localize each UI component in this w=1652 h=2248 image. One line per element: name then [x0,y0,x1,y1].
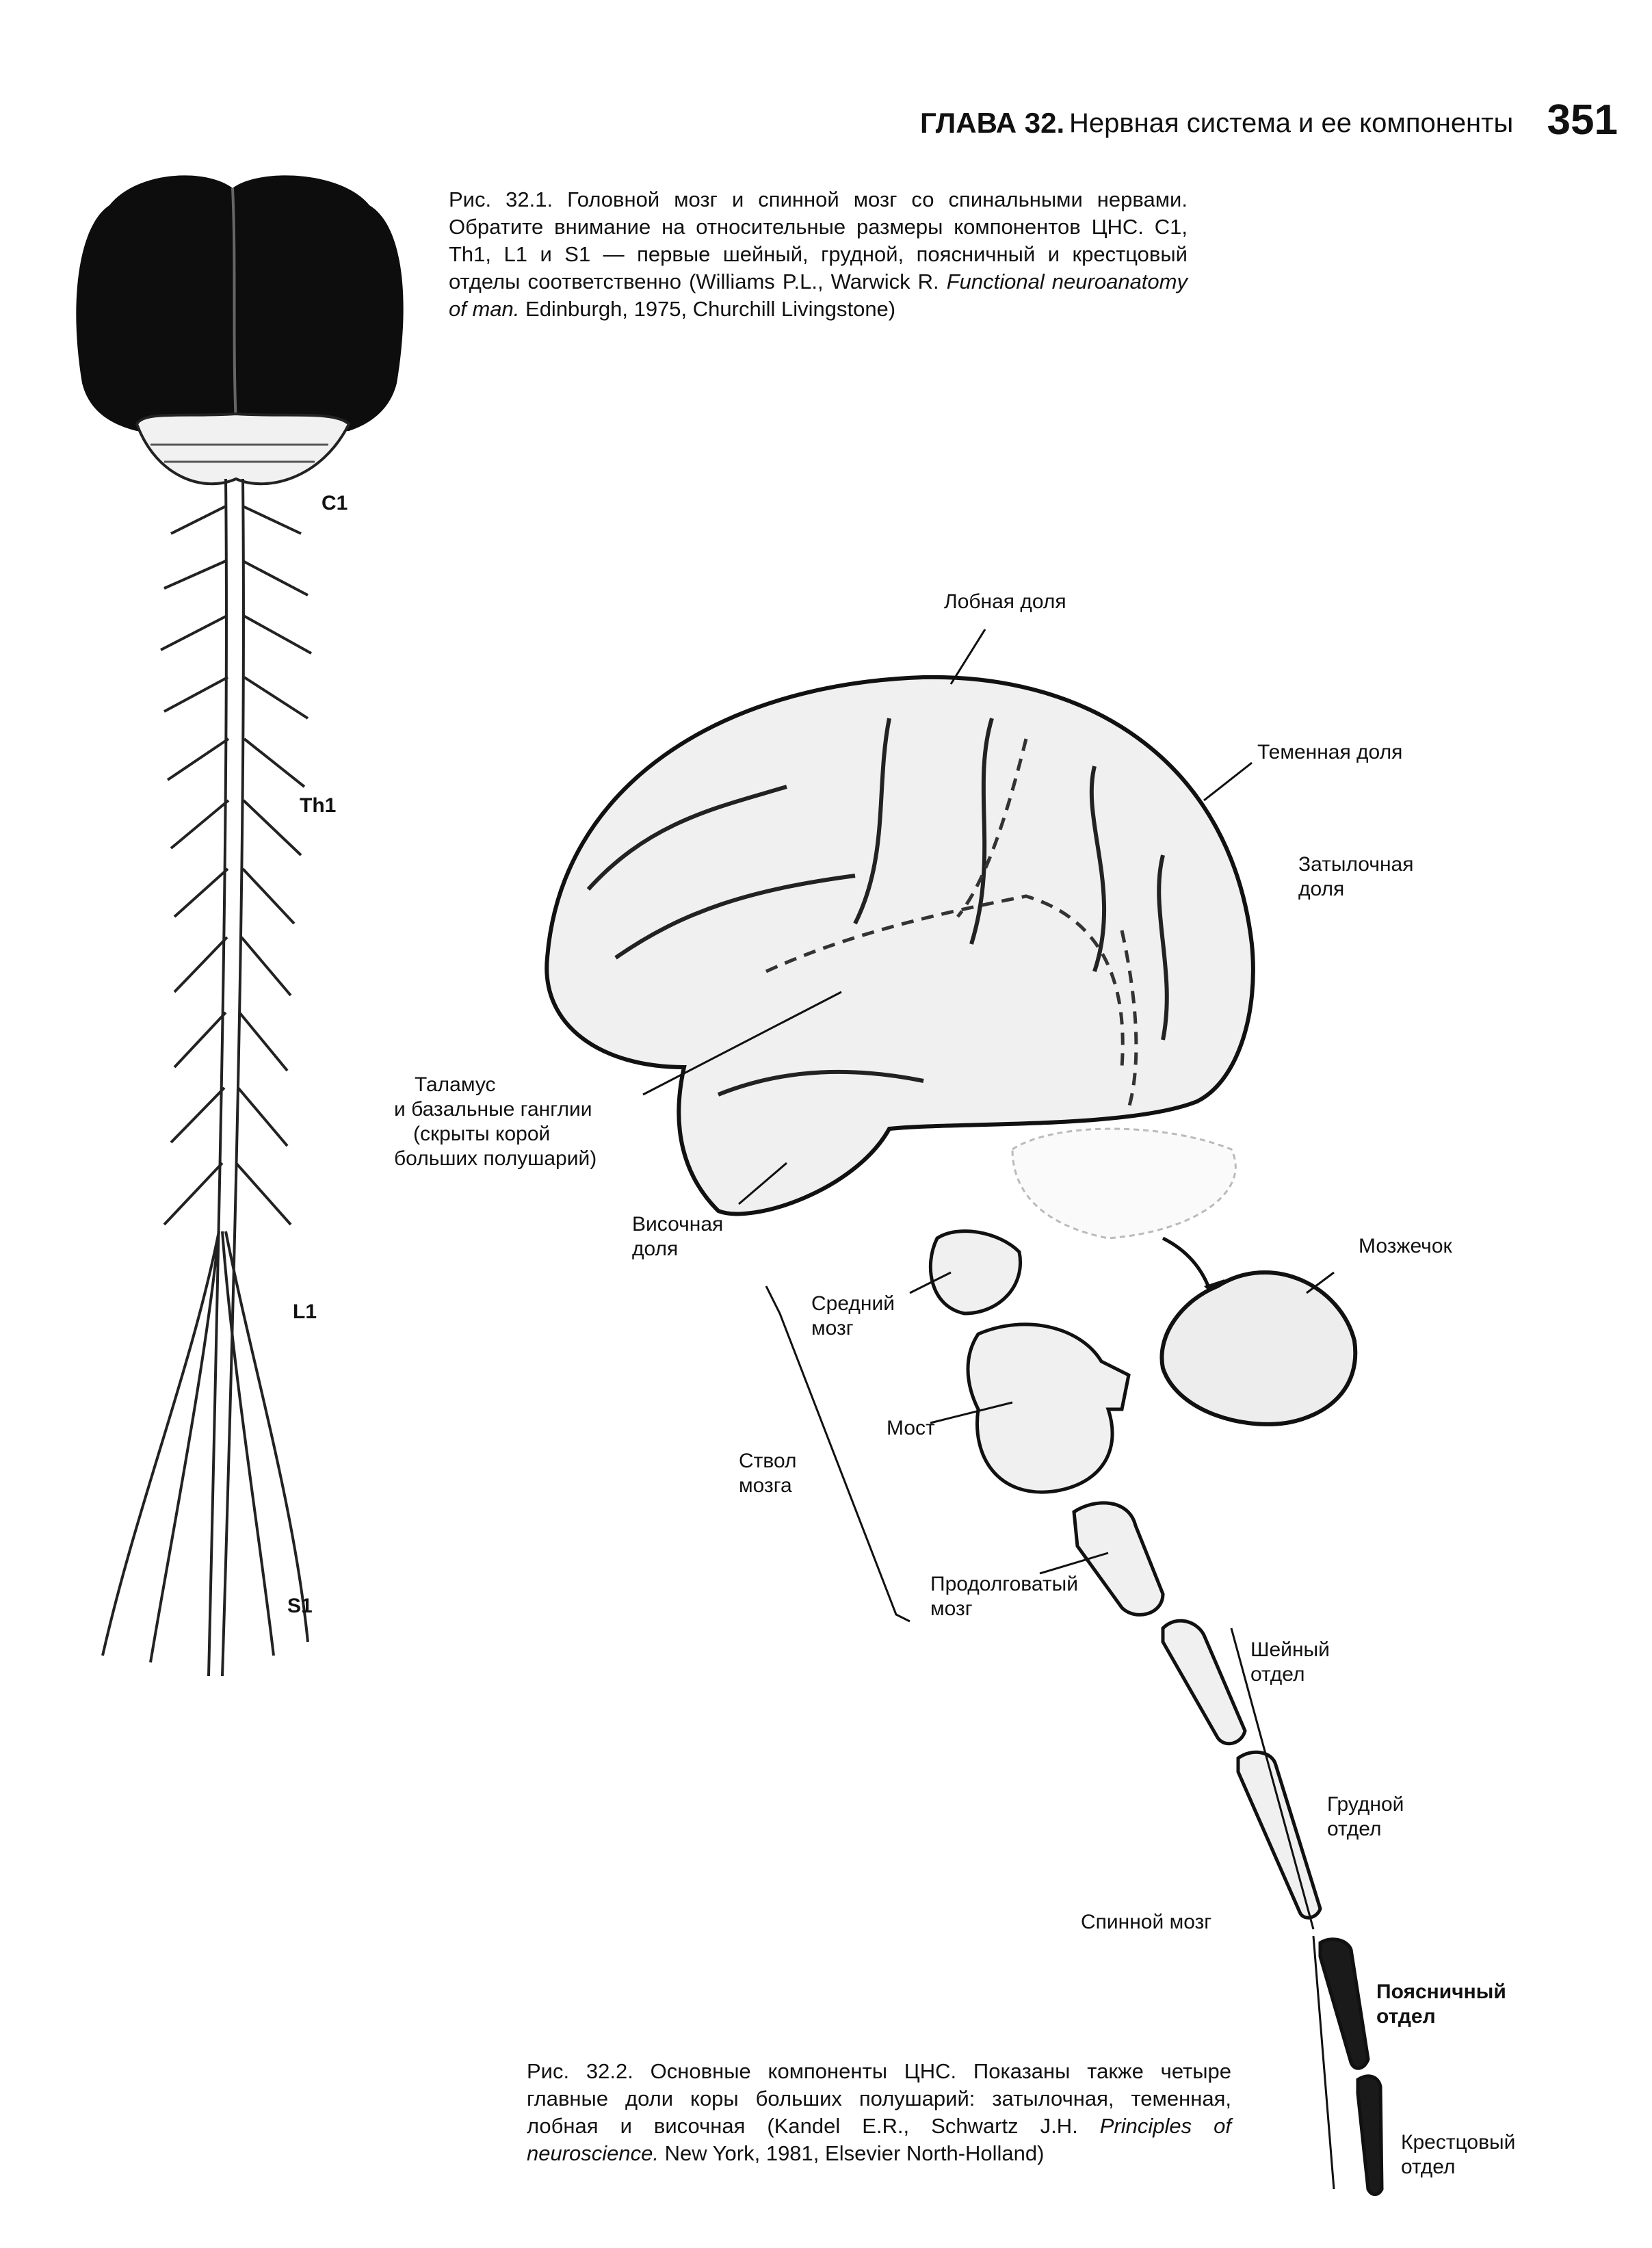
label-sacral-1: Крестцовый [1401,2131,1516,2154]
fig1-spinal-cord [101,478,312,1677]
figure2-caption-text: Основные компоненты ЦНС. Показаны также … [527,2059,1231,2138]
label-pons: Мост [887,1417,935,1439]
chapter-label: ГЛАВА 32. [920,107,1065,139]
label-lumbar-2: отдел [1376,2005,1436,2028]
figure1-caption-italic: Functional neuroanatomy of man. [449,270,1188,321]
label-spinal-cord: Спинной мозг [1081,1911,1212,1933]
label-brainstem-1: Ствол [739,1450,797,1472]
label-lumbar-1: Поясничный [1376,1981,1506,2003]
label-temporal-2: доля [632,1238,679,1260]
fig2-cerebrum [545,675,1255,1216]
label-sacral-2: отдел [1401,2156,1456,2178]
label-cervical-1: Шейный [1250,1638,1330,1661]
label-thalamus-3: (скрыты корой [413,1123,551,1145]
label-thoracic-1: Грудной [1327,1793,1404,1816]
figure1-caption-text: Головной мозг и спинной мозг со спинальн… [449,187,1188,293]
figure2-caption-italic: Principles of neuroscience. [527,2114,1231,2165]
fig2-midbrain [928,1229,1022,1316]
label-thalamus-1: Таламус [415,1073,496,1096]
fig2-leader-lines [642,629,1335,2190]
label-l1: L1 [293,1301,317,1323]
label-occipital-1: Затылочная [1298,853,1414,876]
fig2-arrow [1162,1236,1213,1294]
chapter-title: Нервная система и ее компоненты [1069,108,1514,138]
label-occipital-2: доля [1298,878,1345,900]
fig1-brain [76,175,404,486]
label-temporal-1: Височная [632,1213,724,1236]
fig2-cerebellum [1159,1270,1358,1426]
figure2-caption-tail: New York, 1981, Elsevier North-Holland) [664,2141,1045,2165]
label-midbrain-1: Средний [811,1292,895,1315]
figure1-caption: Рис. 32.1. Головной мозг и спинной мозг … [449,186,1188,323]
fig2-medulla [1072,1501,1165,1617]
fig2-lumbar [1318,1937,1370,2070]
label-frontal: Лобная доля [944,590,1066,613]
label-parietal: Теменная доля [1257,741,1403,763]
fig2-thoracic [1236,1750,1322,1920]
page-number: 351 [1547,96,1618,144]
label-midbrain-2: мозг [811,1317,854,1339]
label-cervical-2: отдел [1250,1663,1305,1686]
figure2-caption-label: Рис. 32.2. [527,2059,633,2083]
label-thoracic-2: отдел [1327,1818,1382,1840]
label-s1: S1 [287,1595,313,1617]
label-c1: С1 [322,492,348,514]
running-header: ГЛАВА 32. Нервная система и ее компонент… [920,96,1618,151]
fig2-cervical [1161,1619,1247,1746]
fig2-pons [966,1322,1131,1494]
label-medulla-1: Продолговатый [930,1573,1078,1595]
label-thalamus-4: больших полушарий) [394,1147,597,1170]
label-brainstem-2: мозга [739,1474,792,1497]
label-medulla-2: мозг [930,1597,973,1620]
fig2-cerebellum-ghost [1011,1127,1237,1240]
label-cerebellum: Мозжечок [1359,1235,1452,1257]
figure2-caption: Рис. 32.2. Основные компоненты ЦНС. Пока… [527,2058,1231,2167]
fig2-sacral [1356,2074,1384,2196]
figure1-caption-tail: Edinburgh, 1975, Churchill Livingstone) [525,297,896,321]
label-th1: Th1 [300,794,337,817]
figure1-caption-label: Рис. 32.1. [449,187,553,211]
label-thalamus-2: и базальные ганглии [394,1098,592,1121]
